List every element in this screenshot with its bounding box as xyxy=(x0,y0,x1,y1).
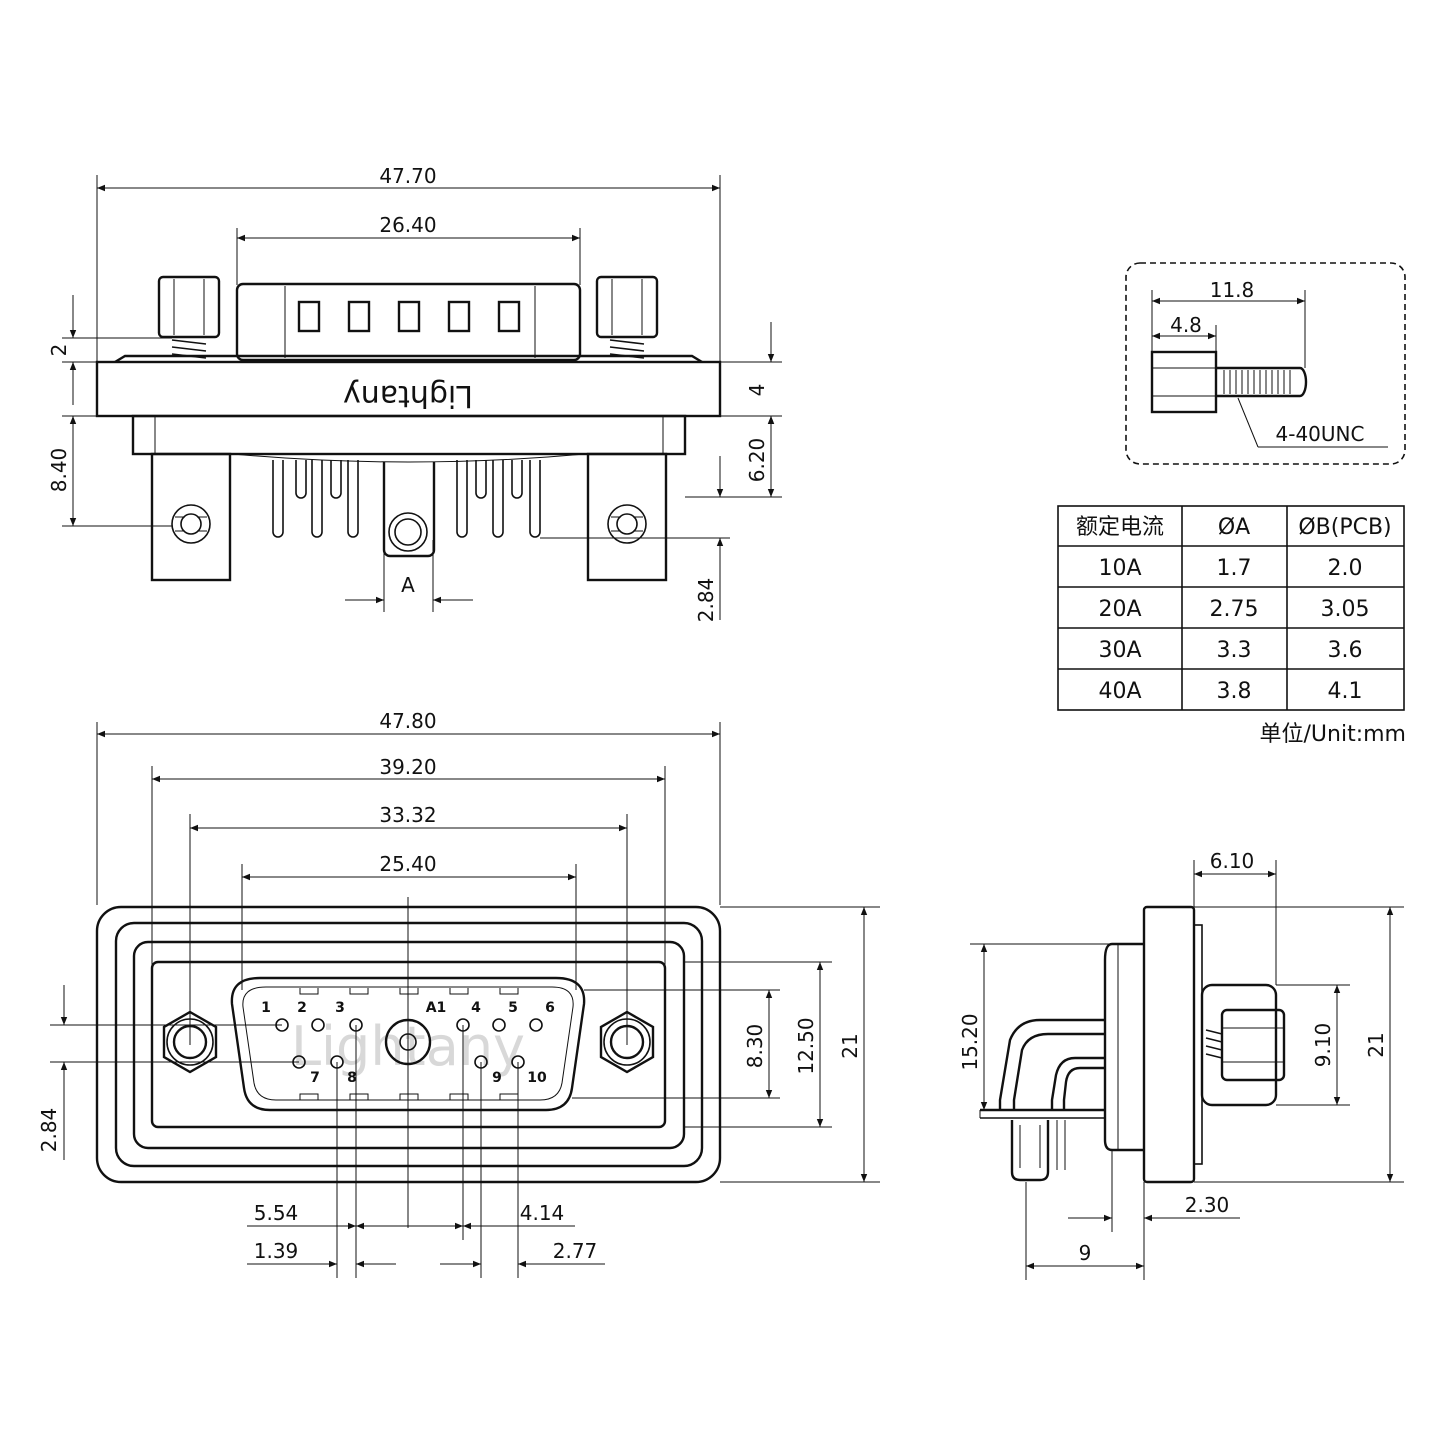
table-cell: 2.0 xyxy=(1328,556,1363,581)
right-mount-hex xyxy=(599,1010,655,1074)
side-dim-6-10: 6.10 xyxy=(1210,849,1255,873)
front-dim-8-30: 8.30 xyxy=(743,1024,767,1069)
top-shell-width-dim: 26.40 xyxy=(379,213,436,237)
table-cell: 20A xyxy=(1098,597,1141,622)
screw-detail: 11.8 4.8 4-40UNC xyxy=(1125,262,1406,465)
brand-logo: Lightany xyxy=(343,378,473,413)
front-dim-4-14: 4.14 xyxy=(520,1201,565,1225)
table-cell: 40A xyxy=(1098,679,1141,704)
left-mount-hex xyxy=(162,1010,218,1074)
side-dim-21: 21 xyxy=(1364,1032,1388,1057)
pin-label: A1 xyxy=(426,1000,447,1016)
pin-numbers: 1 2 3 A1 4 5 6 7 8 9 10 xyxy=(261,1000,555,1086)
screw-total-length: 11.8 xyxy=(1210,278,1255,302)
side-dim-9-10: 9.10 xyxy=(1311,1023,1335,1068)
pin-label: 9 xyxy=(492,1070,502,1086)
table-header-diameter-b: ØB(PCB) xyxy=(1298,515,1391,540)
pin-label: 2 xyxy=(297,1000,307,1016)
front-dim-2-77: 2.77 xyxy=(553,1239,598,1263)
dim-a-label: A xyxy=(401,573,415,597)
side-dim-15-20: 15.20 xyxy=(958,1013,982,1070)
front-overall-width-dim: 47.80 xyxy=(379,709,436,733)
top-dim-6-20: 6.20 xyxy=(745,438,769,483)
right-standoff xyxy=(595,275,659,359)
table-cell: 3.6 xyxy=(1328,638,1363,663)
top-dim-2-84: 2.84 xyxy=(694,578,718,623)
table-cell: 3.3 xyxy=(1217,638,1252,663)
pin-label: 6 xyxy=(545,1000,555,1016)
front-dim-1-39: 1.39 xyxy=(254,1239,299,1263)
front-dim-5-54: 5.54 xyxy=(254,1201,299,1225)
pin-label: 8 xyxy=(347,1070,357,1086)
table-cell: 4.1 xyxy=(1328,679,1363,704)
table-cell: 30A xyxy=(1098,638,1141,663)
front-dim-21: 21 xyxy=(838,1033,862,1058)
front-dim-25-40: 25.40 xyxy=(379,852,436,876)
table-cell: 3.8 xyxy=(1217,679,1252,704)
pin-label: 5 xyxy=(508,1000,518,1016)
pin-label: 4 xyxy=(471,1000,481,1016)
spec-table: 额定电流 ØA ØB(PCB) 10A 1.7 2.0 20A 2.75 3.0… xyxy=(1057,505,1406,747)
front-view: 47.80 39.20 33.32 25.40 Lightany xyxy=(37,709,880,1278)
top-overall-width-dim: 47.70 xyxy=(379,164,436,188)
top-dim-4: 4 xyxy=(745,384,769,397)
top-view: 47.70 26.40 Lightany xyxy=(47,164,782,622)
table-cell: 3.05 xyxy=(1321,597,1370,622)
pin-label: 1 xyxy=(261,1000,271,1016)
side-dim-9: 9 xyxy=(1079,1241,1092,1265)
side-view: 6.10 15.20 9.10 21 2.30 9 xyxy=(958,849,1404,1280)
thread-spec: 4-40UNC xyxy=(1276,422,1365,446)
table-cell: 10A xyxy=(1098,556,1141,581)
table-cell: 1.7 xyxy=(1217,556,1252,581)
table-header-diameter-a: ØA xyxy=(1218,515,1250,540)
right-boardlock-hole xyxy=(607,504,647,544)
pin-label: 10 xyxy=(527,1070,547,1086)
top-view-pins xyxy=(272,460,541,558)
front-mount-spacing-dim: 39.20 xyxy=(379,755,436,779)
pin-label: 3 xyxy=(335,1000,345,1016)
table-cell: 2.75 xyxy=(1210,597,1259,622)
front-dim-2-84: 2.84 xyxy=(37,1108,61,1153)
side-dim-2-30: 2.30 xyxy=(1185,1193,1230,1217)
screw-hex-length: 4.8 xyxy=(1170,313,1202,337)
left-boardlock-hole xyxy=(171,504,211,544)
top-dim-2: 2 xyxy=(47,344,71,357)
front-dim-12-50: 12.50 xyxy=(794,1017,818,1074)
unit-note: 单位/Unit:mm xyxy=(1260,722,1406,747)
front-dim-33-32: 33.32 xyxy=(379,803,436,827)
top-dim-8-40: 8.40 xyxy=(47,448,71,493)
pin-label: 7 xyxy=(310,1070,320,1086)
table-header-current: 额定电流 xyxy=(1076,515,1164,540)
left-standoff xyxy=(157,275,221,359)
